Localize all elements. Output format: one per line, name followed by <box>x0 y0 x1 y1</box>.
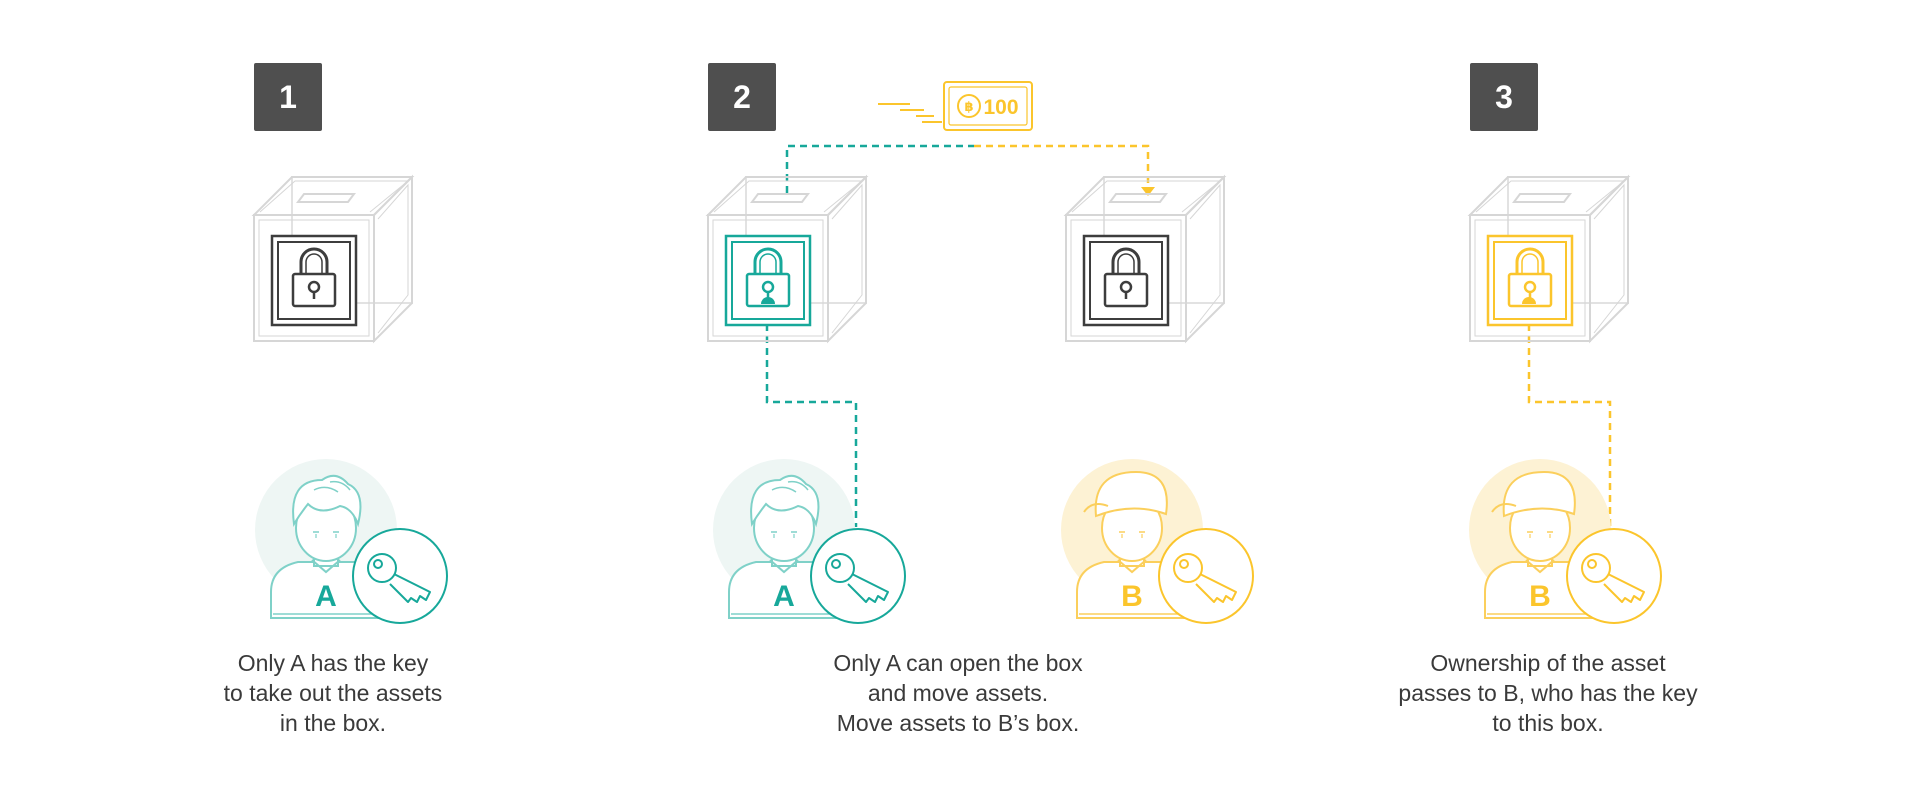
user-a-step-2: A <box>713 459 906 624</box>
user-label: A <box>773 580 795 613</box>
step-1-caption: Only A has the key to take out the asset… <box>133 648 533 738</box>
step-badge-2: 2 <box>708 63 776 131</box>
unlock-indicator <box>761 297 775 304</box>
transfer-path-to-b <box>974 144 1150 190</box>
step-2-caption-line: Move assets to B’s box. <box>836 710 1080 736</box>
bitcoin-icon <box>957 94 981 118</box>
cap <box>1502 470 1576 518</box>
padlock-icon <box>1507 247 1553 308</box>
step-3-caption-line: Ownership of the asset <box>1430 650 1666 676</box>
box-b-step-3 <box>1467 174 1631 344</box>
step-1-caption-line: to take out the assets <box>223 680 443 706</box>
lock-panel <box>270 234 358 327</box>
user-label: B <box>1529 580 1551 613</box>
key-to-lock-b-path <box>1527 300 1612 527</box>
key-icon <box>1158 528 1254 624</box>
hair <box>292 474 362 528</box>
transfer-path-from-a <box>785 144 974 193</box>
user-label: A <box>315 580 337 613</box>
key-icon <box>1566 528 1662 624</box>
step-2-caption: Only A can open the box and move assets.… <box>758 648 1158 738</box>
step-badge-1: 1 <box>254 63 322 131</box>
padlock-icon <box>745 247 791 308</box>
box-a-step-2 <box>705 174 869 344</box>
key-to-lock-a-path <box>765 300 858 527</box>
key-icon <box>810 528 906 624</box>
step-3-caption-line: to this box. <box>1492 710 1604 736</box>
padlock-icon <box>1103 247 1149 308</box>
key-icon <box>352 528 448 624</box>
step-3-caption-line: passes to B, who has the key <box>1398 680 1698 706</box>
padlock-icon <box>291 247 337 308</box>
bitcoin-symbol: ฿ <box>964 100 973 115</box>
unlock-indicator <box>1522 297 1536 304</box>
step-1-caption-line: Only A has the key <box>237 650 429 676</box>
user-label: B <box>1121 580 1143 613</box>
step-2-caption-line: and move assets. <box>867 680 1049 706</box>
hair <box>750 474 820 528</box>
user-a-step-1: A <box>255 459 448 624</box>
box-b-step-2 <box>1063 174 1227 344</box>
box-a-step-1 <box>251 174 415 344</box>
step-2-caption-line: Only A can open the box <box>833 650 1083 676</box>
bitcoin-note: ฿ 100 <box>878 81 1033 131</box>
step-1-caption-line: in the box. <box>279 710 387 736</box>
cap <box>1094 470 1168 518</box>
step-badge-3: 3 <box>1470 63 1538 131</box>
transfer-amount: 100 <box>983 96 1018 119</box>
arrow-down-icon <box>1141 187 1155 196</box>
step-3-caption: Ownership of the asset passes to B, who … <box>1348 648 1748 738</box>
user-b-step-2: B <box>1061 459 1254 624</box>
user-b-step-3: B <box>1469 459 1662 624</box>
